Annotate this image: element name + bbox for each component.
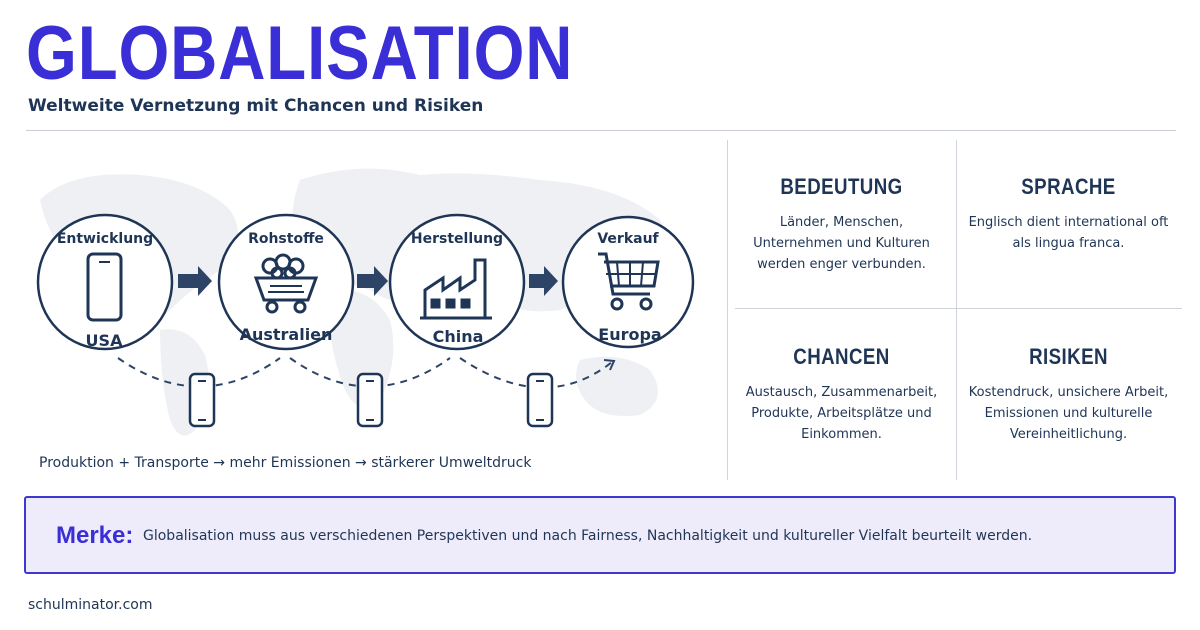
grid-divider [956,140,957,480]
aspect-title: SPRACHE [1021,174,1116,199]
stage-step-label: Entwicklung [57,231,153,247]
aspect-bedeutung: BEDEUTUNG Länder, Menschen, Unternehmen … [729,174,954,275]
stage-rohstoffe: Rohstoffe Australien [217,213,355,351]
stage-step-label: Rohstoffe [248,231,324,247]
flow-arrow-icon [529,266,558,296]
merke-label: Merke: [56,522,134,549]
supply-chain-svg: Entwicklung USA Rohstoffe Australien Her [36,168,695,436]
flow-arrow-icon [357,266,388,296]
grid-divider [727,140,728,480]
aspect-title: RISIKEN [1029,344,1108,369]
factory-icon [420,258,492,320]
transported-phone-icon [356,372,384,428]
page-title: GLOBALISATION [26,11,574,96]
transport-arrow-head [603,359,616,371]
stage-step-label: Herstellung [411,231,503,247]
aspect-sprache: SPRACHE Englisch dient international oft… [956,174,1181,254]
source-credit: schulminator.com [28,597,153,613]
smartphone-icon [86,252,123,322]
stage-place-label: Europa [598,325,661,344]
aspect-risiken: RISIKEN Kostendruck, unsichere Arbeit, E… [956,344,1181,445]
transport-arc-3 [459,357,613,389]
header-divider [26,130,1176,131]
aspect-text: Länder, Menschen, Unternehmen und Kultur… [753,215,930,272]
grid-divider [735,308,1182,309]
transported-phones [188,372,554,428]
aspect-title: CHANCEN [793,344,890,369]
merke-box: Merke: Globalisation muss aus verschiede… [24,496,1176,574]
stage-place-label: USA [86,331,124,350]
transported-phone-icon [188,372,216,428]
supply-chain-diagram: Entwicklung USA Rohstoffe Australien Her [0,140,720,490]
aspect-chancen: CHANCEN Austausch, Zusammenarbeit, Produ… [729,344,954,445]
merke-text: Globalisation muss aus verschiedenen Per… [143,528,1033,544]
page-subtitle: Weltweite Vernetzung mit Chancen und Ris… [28,96,484,116]
stage-place-label: China [433,327,484,346]
aspect-text: Kostendruck, unsichere Arbeit, Emissione… [968,385,1169,442]
stage-entwicklung: Entwicklung USA [36,213,174,351]
mine-cart-icon [253,253,319,314]
stage-herstellung: Herstellung China [388,213,526,351]
flow-arrows [178,266,558,296]
aspect-text: Austausch, Zusammenarbeit, Produkte, Arb… [745,385,938,442]
aspect-text: Englisch dient international oft als lin… [968,215,1169,251]
flow-arrow-icon [178,266,212,296]
transported-phone-icon [526,372,554,428]
emissions-note: Produktion + Transporte → mehr Emissione… [39,455,532,471]
stage-verkauf: Verkauf Europa [561,215,695,349]
stage-step-label: Verkauf [597,231,659,247]
stage-place-label: Australien [240,325,333,344]
transport-arcs [117,357,613,389]
shopping-cart-icon [598,252,660,311]
aspect-title: BEDEUTUNG [780,174,903,199]
aspects-grid: BEDEUTUNG Länder, Menschen, Unternehmen … [727,140,1182,480]
